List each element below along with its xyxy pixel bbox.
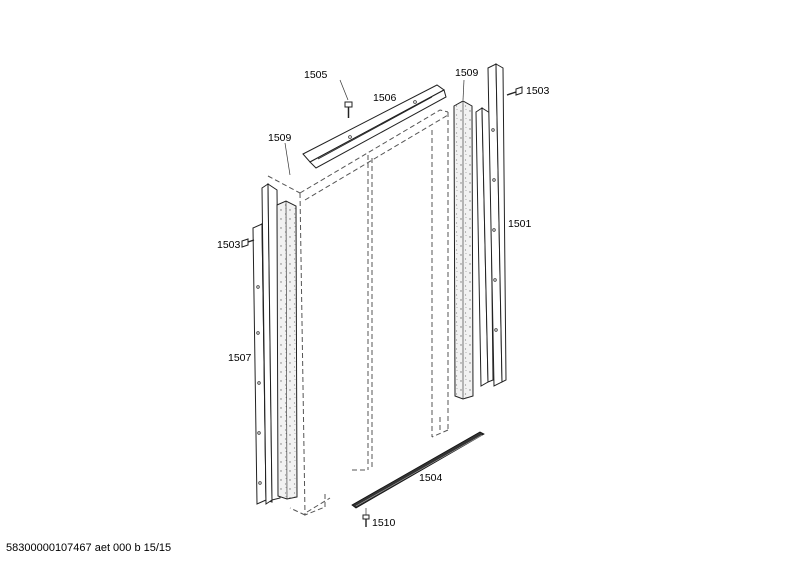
label-1509-left: 1509 [268,132,292,144]
screw-1505-icon [339,79,353,118]
side-strip-1501 [487,63,507,387]
insulation-panel-1509-left [276,142,298,500]
cabinet-outline [267,109,449,516]
label-1510: 1510 [372,517,396,529]
label-1504: 1504 [419,472,443,484]
screw-1503-right-icon [506,86,523,96]
screw-1510-icon [362,508,370,527]
label-1501: 1501 [508,218,532,230]
screw-1503-left-icon [241,238,255,248]
insulation-panel-1509-right [453,79,474,400]
document-footer-code: 58300000107467 aet 000 b 15/15 [6,542,172,554]
label-1506: 1506 [373,92,397,104]
label-1507: 1507 [228,352,252,364]
label-1505: 1505 [304,69,328,81]
label-1503-left: 1503 [217,239,241,251]
bottom-rail-1504 [351,431,485,509]
label-1503-right: 1503 [526,85,550,97]
label-1509-right: 1509 [455,67,479,79]
top-rail-1506 [302,84,447,169]
